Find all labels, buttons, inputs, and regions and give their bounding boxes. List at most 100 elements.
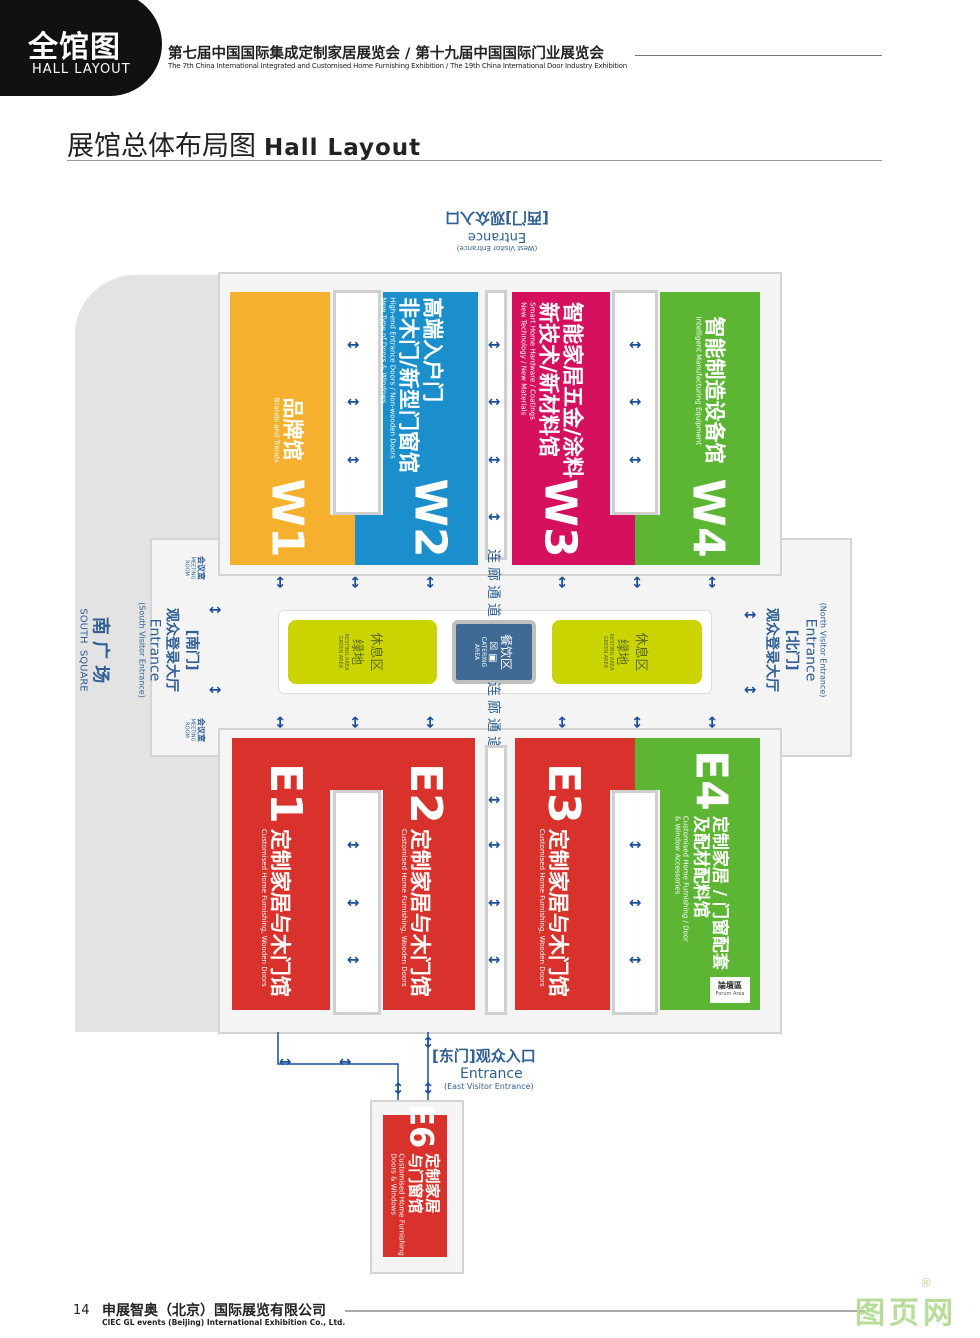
hall-e3-label: E3 <box>537 763 589 824</box>
double-arrow-icon: ↔ <box>389 1081 408 1095</box>
corridor-e3-e4 <box>612 790 658 1015</box>
double-arrow-icon: ↔ <box>628 335 642 354</box>
e6-route-lines <box>277 1032 429 1100</box>
double-arrow-icon: ↔ <box>628 450 642 469</box>
header-divider <box>635 55 882 56</box>
exhibition-title-cn: 第七届中国国际集成定制家居展览会 / 第十九届中国国际门业展览会 <box>168 46 604 62</box>
hall-e4-cn2: 及配材配料馆 <box>690 815 711 918</box>
north-entrance-cn2: 观众登录大厅 <box>763 608 780 692</box>
south-entrance-cn2: 观众登录大厅 <box>163 608 180 692</box>
north-entrance-en: Entrance <box>802 618 819 682</box>
double-arrow-icon: ↔ <box>628 835 642 854</box>
cater-cn: 餐饮区 <box>499 633 513 671</box>
double-arrow-icon: ↔ <box>271 575 290 589</box>
hall-e4-en2: & Window Accessories <box>673 815 682 895</box>
resting-area-right <box>552 620 702 684</box>
south-entrance-cn1: [南门] <box>183 629 200 671</box>
badge-title-cn: 全馆图 <box>28 30 121 65</box>
hall-w2-label: W2 <box>404 478 456 558</box>
hall-e1[interactable] <box>232 738 330 1010</box>
hall-e3-cn: 定制家居与木门馆 <box>545 828 570 997</box>
hall-w2-en1: High-end Entrance Doors / Non-wooden Doo… <box>388 297 397 459</box>
hall-w4-label: W4 <box>682 478 734 558</box>
hall-w1[interactable] <box>230 292 330 565</box>
hall-w3-extension <box>608 515 638 565</box>
west-entrance[interactable]: (West Visitor Entrance)Entrance[西门]观众入口 <box>445 208 549 252</box>
hall-layout-badge: 全馆图 HALL LAYOUT <box>0 0 162 96</box>
hall-e6-cn1: 定制家居 <box>423 1153 442 1214</box>
east-entrance-cn: [东门]观众入口 <box>432 1047 536 1065</box>
east-entrance-sub: (East Visitor Entrance) <box>444 1082 534 1091</box>
hall-w2-cn2: 非木门/新型门窗馆 <box>396 297 421 473</box>
page-title-cn: 展馆总体布局图 <box>67 131 256 162</box>
resting-area-left <box>288 620 437 684</box>
double-arrow-icon: ↔ <box>338 1052 352 1071</box>
company-name-en: CIEC GL events (Beijing) International E… <box>102 1318 346 1327</box>
double-arrow-icon: ↔ <box>487 450 501 469</box>
hall-w1-label: W1 <box>261 478 313 558</box>
north-entrance[interactable]: (North Visitor Entrance)Entrance[北门]观众登录… <box>763 603 828 698</box>
meeting-cn: 会议室 <box>196 718 206 742</box>
hall-e3-en: Customised Home Furnishing, Wooden Doors <box>537 828 546 987</box>
south-entrance-sub: (South Visitor Entrance) <box>137 602 147 698</box>
hall-w4-extension <box>635 515 662 565</box>
double-arrow-icon: ↔ <box>208 600 222 619</box>
hall-e6-en2: Doors & Windows <box>389 1153 398 1216</box>
double-arrow-icon: ↔ <box>487 507 501 526</box>
hall-e4[interactable] <box>660 738 760 1010</box>
double-arrow-icon: ↔ <box>419 1035 438 1049</box>
double-arrow-icon: ↔ <box>487 392 501 411</box>
double-arrow-icon: ↔ <box>743 605 757 624</box>
hall-w3[interactable] <box>512 292 610 565</box>
hall-e6-en1: Customised Home Furnishing <box>398 1153 407 1256</box>
hall-e2[interactable] <box>383 738 475 1010</box>
rest-en1: RESTING AREA <box>343 633 349 671</box>
double-arrow-icon: ↔ <box>628 392 642 411</box>
double-arrow-icon: ↔ <box>553 575 572 589</box>
title-divider <box>67 160 882 161</box>
footer-divider <box>345 1310 865 1312</box>
hall-e2-cn: 定制家居与木门馆 <box>407 828 432 997</box>
hall-e6[interactable] <box>383 1115 447 1257</box>
exhibition-title-en: The 7th China International Integrated a… <box>168 62 627 70</box>
hall-e2-label: E2 <box>399 763 451 824</box>
rest-en2: GREEN AREA <box>602 635 608 669</box>
hall-e4-label: E4 <box>685 750 737 811</box>
double-arrow-icon: ↔ <box>346 950 360 969</box>
hall-w4[interactable] <box>660 292 760 565</box>
double-arrow-icon: ↔ <box>208 680 222 699</box>
rest-cn2: 绿地 <box>349 638 364 666</box>
double-arrow-icon: ↔ <box>487 950 501 969</box>
corridor-w1-w2 <box>333 290 381 515</box>
meeting-en1: MEETING <box>189 718 196 742</box>
east-entrance-en: Entrance <box>460 1066 523 1082</box>
meeting-cn: 会议室 <box>196 556 206 580</box>
double-arrow-icon: ↔ <box>346 835 360 854</box>
double-arrow-icon: ↔ <box>421 575 440 589</box>
double-arrow-icon: ↔ <box>487 335 501 354</box>
double-arrow-icon: ↔ <box>487 790 501 809</box>
hall-w2[interactable] <box>383 292 478 565</box>
double-arrow-icon: ↔ <box>419 1081 438 1095</box>
corridor-w2-w3 <box>485 290 507 560</box>
double-arrow-icon: ↔ <box>278 1052 292 1071</box>
square-en: SOUTH SQUARE <box>77 608 89 692</box>
double-arrow-icon: ↔ <box>346 450 360 469</box>
double-arrow-icon: ↔ <box>628 575 647 589</box>
hall-w3-cn1: 智能家居五金/涂料 <box>560 302 585 478</box>
hall-w3-en1: Smart Home Hardware / Coatings <box>528 302 537 420</box>
double-arrow-icon: ↔ <box>487 893 501 912</box>
hall-e3[interactable] <box>515 738 610 1010</box>
hall-w2-en2: New Type of Doors & Windows <box>379 297 388 404</box>
double-arrow-icon: ↔ <box>628 893 642 912</box>
